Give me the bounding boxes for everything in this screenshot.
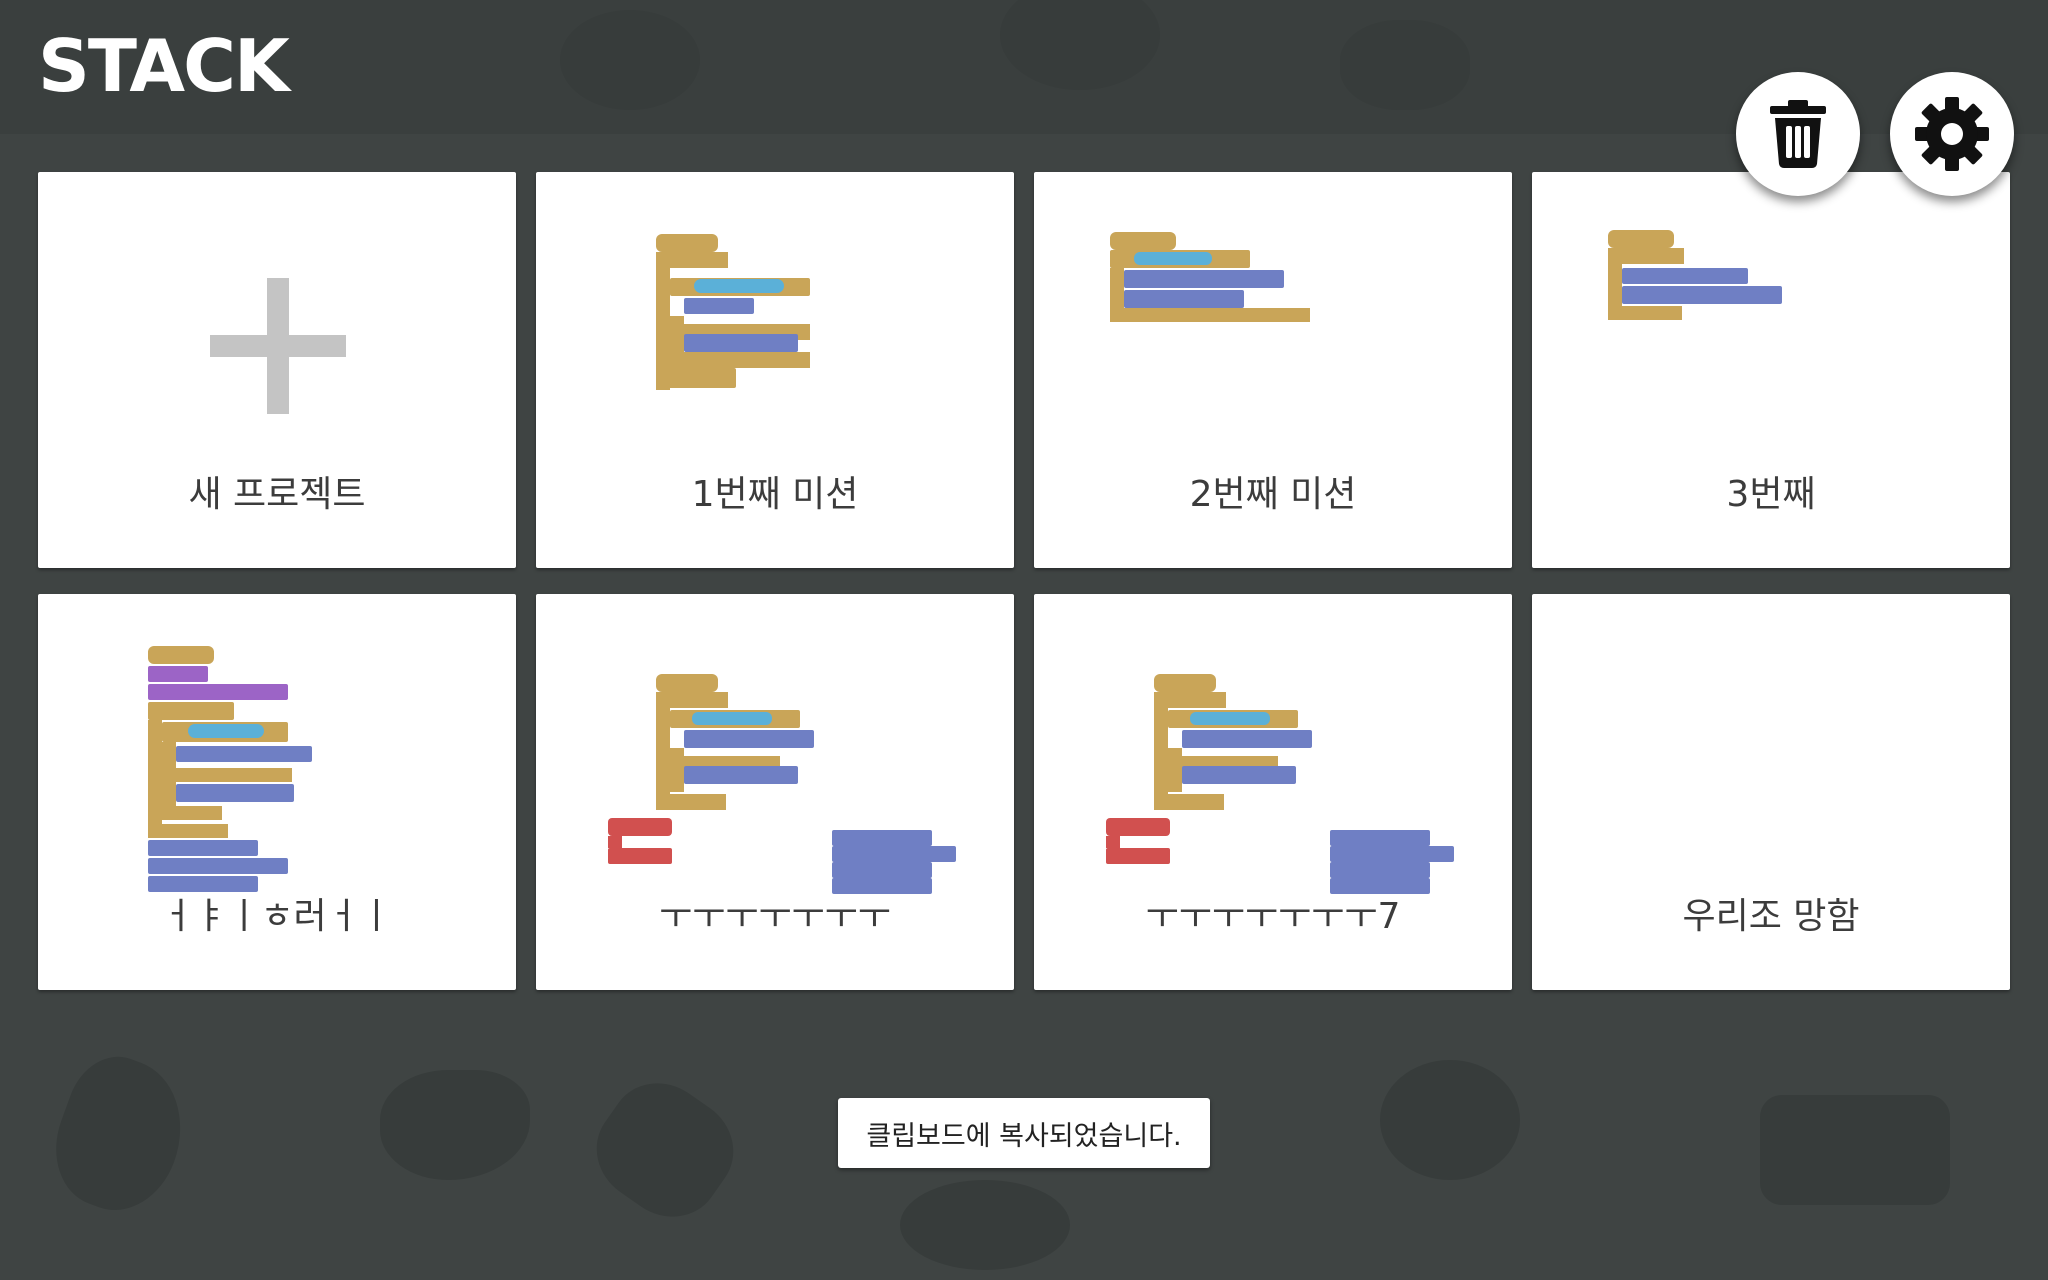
settings-button[interactable] (1890, 72, 2014, 196)
code-blocks (1110, 232, 1310, 322)
card-title: ㅜㅜㅜㅜㅜㅜㅜ7 (1145, 896, 1401, 937)
card-title: 새 프로젝트 (188, 474, 366, 515)
project-thumbnail (1110, 232, 1310, 322)
code-blocks (1106, 674, 1454, 894)
background-pattern (900, 1180, 1070, 1270)
project-card[interactable]: 3번째 (1532, 172, 2010, 568)
trash-button[interactable] (1736, 72, 1860, 196)
gear-icon (1915, 97, 1989, 171)
project-card[interactable]: ㅜㅜㅜㅜㅜㅜㅜ (536, 594, 1014, 990)
trash-icon (1770, 100, 1826, 168)
card-title: 1번째 미션 (691, 474, 859, 515)
project-card[interactable]: 1번째 미션 (536, 172, 1014, 568)
toast-message: 클립보드에 복사되었습니다. (838, 1098, 1210, 1168)
project-thumbnail (148, 646, 312, 892)
project-thumbnail (608, 674, 956, 894)
app-logo: STACK (38, 24, 290, 108)
code-blocks (608, 674, 956, 894)
project-thumbnail (656, 234, 810, 390)
background-pattern (1760, 1095, 1950, 1205)
project-grid: 새 프로젝트 1번째 미션 (38, 172, 2010, 990)
project-card[interactable]: ㅜㅜㅜㅜㅜㅜㅜ7 (1034, 594, 1512, 990)
code-blocks (1608, 230, 1782, 320)
project-card[interactable]: ㅓㅑㅣㅎ러ㅓㅣ (38, 594, 516, 990)
background-pattern (560, 10, 700, 110)
project-card[interactable]: 우리조 망함 (1532, 594, 2010, 990)
background-pattern (1340, 20, 1470, 110)
background-pattern (1000, 0, 1160, 90)
project-thumbnail (1608, 230, 1782, 320)
plus-icon (210, 278, 346, 414)
card-title: 3번째 (1726, 474, 1816, 515)
background-pattern (577, 1063, 753, 1237)
card-title: ㅜㅜㅜㅜㅜㅜㅜ (659, 896, 891, 937)
card-title: ㅓㅑㅣㅎ러ㅓㅣ (161, 896, 393, 937)
card-title: 우리조 망함 (1682, 896, 1860, 937)
project-card[interactable]: 2번째 미션 (1034, 172, 1512, 568)
background-pattern (1380, 1060, 1520, 1180)
background-pattern (37, 1044, 203, 1226)
card-title: 2번째 미션 (1189, 474, 1357, 515)
code-blocks (148, 646, 312, 892)
code-blocks (656, 234, 810, 390)
new-project-card[interactable]: 새 프로젝트 (38, 172, 516, 568)
project-thumbnail (1106, 674, 1454, 894)
background-pattern (380, 1070, 530, 1180)
